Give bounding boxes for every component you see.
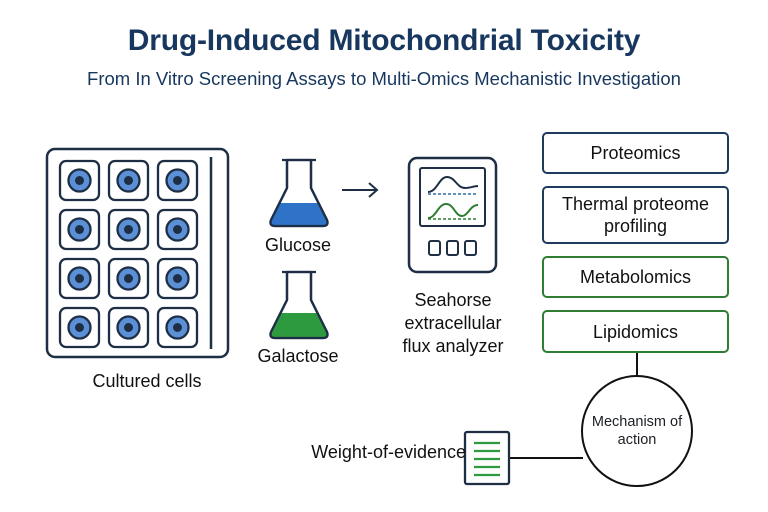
cell-well: [58, 257, 101, 300]
arrow-right-icon: [342, 182, 379, 198]
omics-box-proteomics: Proteomics: [542, 132, 729, 174]
cell-wells: [58, 159, 199, 349]
cell-well: [107, 159, 150, 202]
galactose-label: Galactose: [257, 346, 339, 366]
cell-well: [107, 208, 150, 251]
cultured-cells-label: Cultured cells: [92, 371, 202, 391]
flux-analyzer-label: Seahorse extracellular flux analyzer: [402, 290, 504, 356]
omics-label: Lipidomics: [592, 321, 679, 342]
connector-lines: [509, 353, 638, 459]
weight-of-evidence-label: Weight-of-evidence: [311, 442, 466, 462]
cell-well: [156, 159, 199, 202]
glucose-flask-icon: [269, 158, 329, 228]
cell-well: [156, 257, 199, 300]
galactose-flask-icon: [269, 270, 329, 340]
cell-well: [107, 257, 150, 300]
cell-plate-icon: [45, 147, 230, 359]
flux-analyzer-icon: [407, 156, 498, 274]
glucose-label: Glucose: [264, 235, 332, 255]
cell-well: [156, 306, 199, 349]
page-title: Drug-Induced Mitochondrial Toxicity: [127, 24, 641, 57]
omics-box-thermal-proteome-profiling: Thermal proteome profiling: [542, 186, 729, 244]
cell-well: [58, 159, 101, 202]
page-subtitle: From In Vitro Screening Assays to Multi-…: [87, 68, 681, 89]
omics-label: Thermal proteome profiling: [561, 194, 710, 236]
cell-well: [107, 306, 150, 349]
omics-box-lipidomics: Lipidomics: [542, 310, 729, 353]
mechanism-of-action-node: Mechanism of action: [581, 375, 693, 487]
omics-box-metabolomics: Metabolomics: [542, 256, 729, 298]
cell-well: [58, 208, 101, 251]
document-icon: [463, 430, 511, 486]
cell-well: [58, 306, 101, 349]
mechanism-label: Mechanism of action: [591, 414, 683, 448]
omics-label: Metabolomics: [579, 267, 692, 287]
omics-label: Proteomics: [590, 143, 681, 163]
cell-well: [156, 208, 199, 251]
